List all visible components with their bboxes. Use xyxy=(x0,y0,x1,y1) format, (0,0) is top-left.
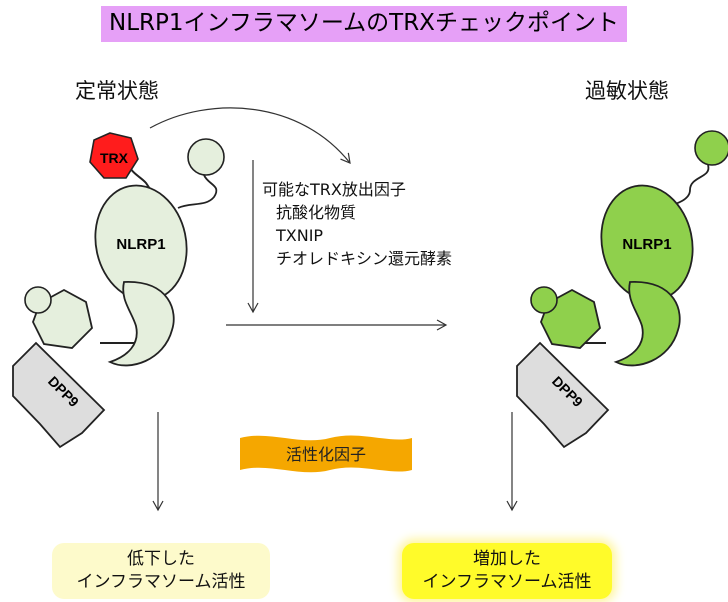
releaser-item: チオレドキシン還元酵素 xyxy=(276,249,453,268)
nlrp1-small-domain-active xyxy=(530,286,558,314)
decreased-activity-box: 低下した インフラマソーム活性 xyxy=(52,543,270,599)
releaser-item: 抗酸化物質 xyxy=(276,203,357,222)
increased-line-1: 増加した xyxy=(473,549,541,569)
increased-activity-box: 増加した インフラマソーム活性 xyxy=(402,543,612,599)
card-linker xyxy=(177,174,218,209)
resting-state-label: 定常状態 xyxy=(75,79,159,103)
dpp9-arrow-shape xyxy=(12,341,106,449)
trx-label: TRX xyxy=(100,150,129,166)
trx-hexagon xyxy=(89,132,139,179)
releaser-item: TXNIP xyxy=(276,226,324,245)
increased-line-2: インフラマソーム活性 xyxy=(422,572,592,592)
sensitized-complex: NLRP1 DPP9 xyxy=(516,130,728,449)
trx-protein: TRX xyxy=(89,132,139,179)
activator-label: 活性化因子 xyxy=(286,445,366,464)
nlrp1-card-domain xyxy=(187,138,225,176)
nlrp1-label-sensitized: NLRP1 xyxy=(622,236,671,253)
activator-shape xyxy=(240,435,412,473)
title-container: NLRP1インフラマソームのTRXチェックポイント xyxy=(0,6,728,42)
decreased-line-2: インフラマソーム活性 xyxy=(76,572,246,592)
trx-release-arrow xyxy=(149,107,351,164)
dpp9-arrow-shape-active xyxy=(516,341,610,449)
nlrp1-label-resting: NLRP1 xyxy=(116,236,165,253)
diagram-title: NLRP1インフラマソームのTRXチェックポイント xyxy=(101,6,627,42)
nlrp1-lrr-domain-active xyxy=(613,281,681,367)
releaser-heading: 可能なTRX放出因子 xyxy=(262,180,406,199)
activator-banner: 活性化因子 xyxy=(240,435,412,473)
decreased-line-1: 低下した xyxy=(127,549,195,569)
trx-releaser-list: 可能なTRX放出因子 抗酸化物質 TXNIP チオレドキシン還元酵素 xyxy=(262,178,452,270)
nlrp1-small-domain xyxy=(24,286,52,314)
resting-complex: NLRP1 DPP9 xyxy=(12,138,225,449)
sensitized-state-label: 過敏状態 xyxy=(585,79,669,103)
nlrp1-card-domain-active xyxy=(694,130,728,166)
nlrp1-lrr-domain xyxy=(107,281,175,367)
